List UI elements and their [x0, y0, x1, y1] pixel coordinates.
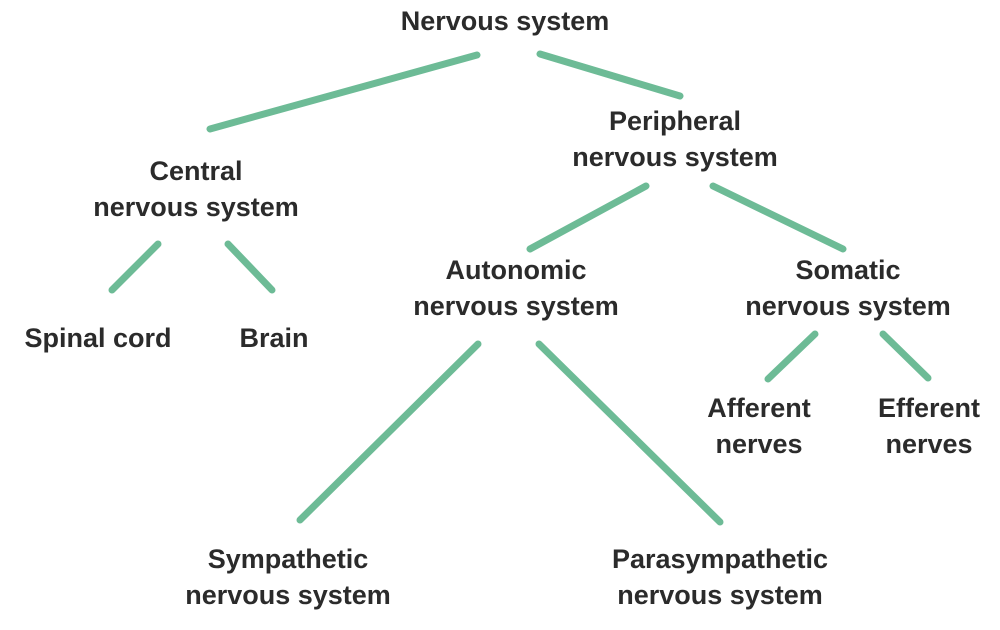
edge-central-to-spinal-cord — [108, 240, 162, 294]
edge-nervous-to-peripheral — [536, 50, 684, 100]
edge-somatic-to-efferent — [879, 330, 932, 382]
node-label-line2: nervous system — [185, 580, 391, 610]
node-efferent-nerves: Efferent nerves — [878, 390, 980, 462]
edge-central-to-brain — [224, 240, 276, 294]
node-parasympathetic-nervous-system: Parasympathetic nervous system — [612, 541, 828, 613]
edge-peripheral-to-somatic — [709, 182, 847, 253]
node-label-line2: nerves — [715, 429, 803, 459]
node-label-line2: nervous system — [93, 192, 299, 222]
node-label-line2: nerves — [885, 429, 973, 459]
node-label-line1: Afferent — [707, 393, 811, 423]
node-label-line1: Brain — [239, 323, 309, 353]
node-label-line1: Sympathetic — [207, 544, 369, 574]
edge-autonomic-to-sympathetic — [296, 340, 482, 524]
node-label-line2: nervous system — [413, 291, 619, 321]
node-brain: Brain — [239, 320, 308, 356]
node-label-line1: Central — [149, 156, 243, 186]
node-label-line1: Autonomic — [445, 255, 587, 285]
node-label-line2: nervous system — [572, 142, 778, 172]
node-label-line1: Efferent — [877, 393, 981, 423]
node-spinal-cord: Spinal cord — [24, 320, 171, 356]
node-label-line1: Nervous system — [400, 6, 610, 36]
node-label-line1: Somatic — [795, 255, 901, 285]
node-label-line1: Spinal cord — [24, 323, 172, 353]
node-label-line2: nervous system — [617, 580, 823, 610]
node-label-line2: nervous system — [745, 291, 951, 321]
node-afferent-nerves: Afferent nerves — [707, 390, 811, 462]
node-central-nervous-system: Central nervous system — [93, 153, 299, 225]
edge-somatic-to-afferent — [764, 330, 819, 383]
node-autonomic-nervous-system: Autonomic nervous system — [413, 252, 619, 324]
edge-peripheral-to-autonomic — [526, 182, 650, 253]
node-nervous-system: Nervous system — [401, 3, 610, 39]
edge-autonomic-to-parasympathetic — [535, 340, 724, 526]
edge-nervous-to-central — [206, 51, 481, 133]
node-sympathetic-nervous-system: Sympathetic nervous system — [185, 541, 391, 613]
node-label-line1: Peripheral — [608, 106, 742, 136]
node-label-line1: Parasympathetic — [611, 544, 829, 574]
node-somatic-nervous-system: Somatic nervous system — [745, 252, 951, 324]
node-peripheral-nervous-system: Peripheral nervous system — [572, 103, 778, 175]
